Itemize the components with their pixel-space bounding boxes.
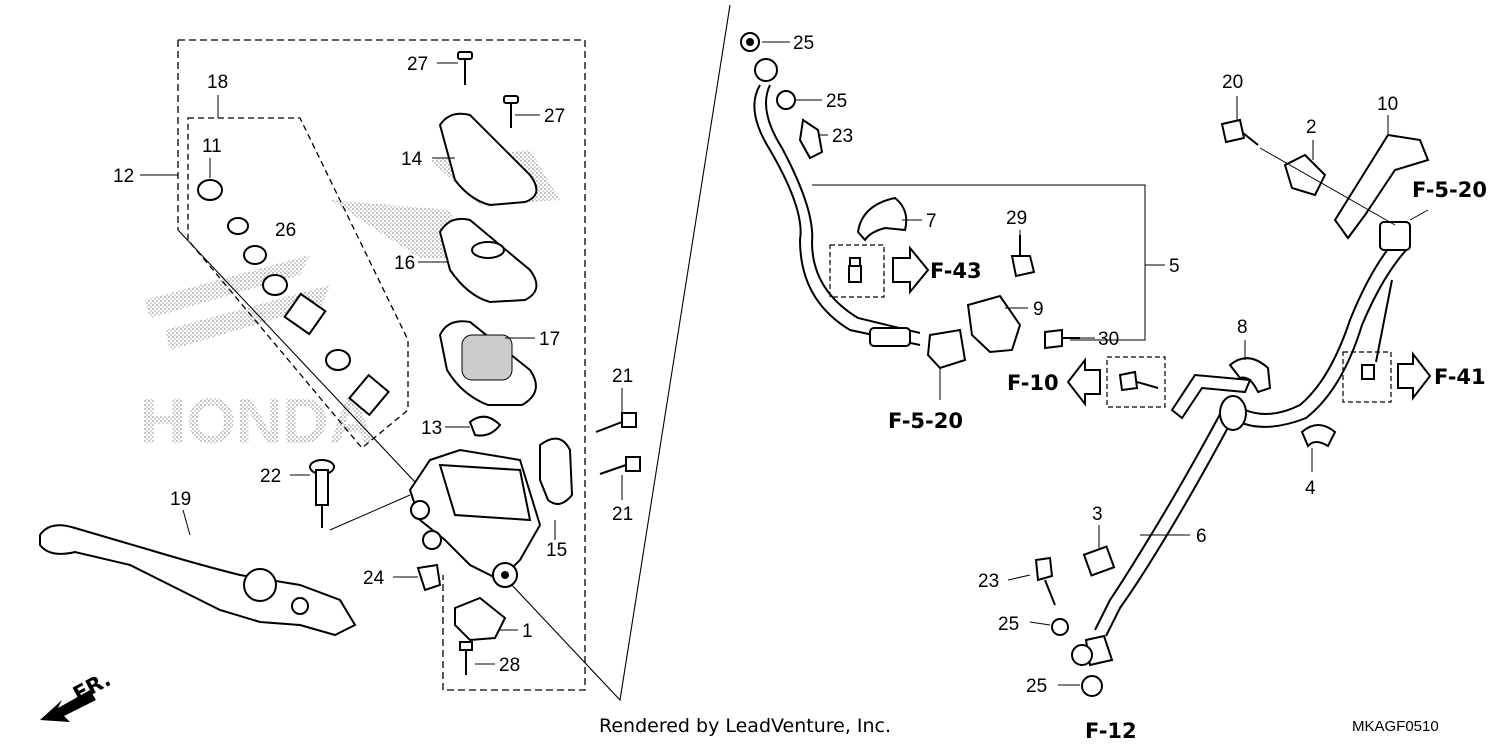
washer-25-d [1081,675,1103,697]
switch-1 [454,596,507,642]
bolt-29 [1010,235,1036,278]
grommet-3 [1082,545,1116,577]
callout-13: 13 [421,418,442,439]
callout-23-lower: 23 [978,571,999,592]
pivot-bolt-22 [309,459,335,528]
guide-2 [1283,153,1327,197]
f10-arrow-icon [1066,357,1101,407]
bracket-9 [966,294,1022,354]
ref-f5-20-right[interactable]: F-5-20 [1412,178,1487,202]
callout-27-top: 27 [407,54,428,75]
callout-11: 11 [202,136,222,157]
f41-ref-box [1342,351,1392,403]
callout-23-upper: 23 [832,126,853,147]
ref-f10[interactable]: F-10 [1007,371,1059,395]
callout-25-c: 25 [998,614,1019,635]
reservoir-cover-14 [438,112,538,207]
bolt-20 [1220,118,1259,146]
clip-4 [1300,424,1337,448]
front-direction-arrow-icon [40,690,96,722]
f43-arrow-icon [892,245,930,295]
callout-25-a: 25 [793,33,814,54]
clamp-7 [856,196,908,242]
credit-text: Rendered by LeadVenture, Inc. [599,715,891,737]
part-24 [416,563,442,592]
plate-16 [438,217,538,304]
callout-27-side: 27 [544,106,565,127]
callout-22: 22 [260,466,281,487]
bolt-30 [1044,328,1080,350]
callout-14: 14 [401,149,423,170]
piston-kit-box [187,117,409,449]
f10-ref-box [1106,356,1166,408]
bolt-21-lower [599,456,641,475]
pivot-bolt-leader [329,494,411,531]
lower-hose-6 [1071,221,1411,667]
callout-19: 19 [170,489,191,510]
callout-24: 24 [363,568,385,589]
hose-bracket [1170,373,1252,420]
ref-f41[interactable]: F-41 [1434,365,1486,389]
f41-arrow-icon [1397,351,1432,401]
ref-f43[interactable]: F-43 [930,259,982,283]
callout-26: 26 [275,220,296,241]
piston-kit-parts [197,179,391,417]
leader-lines [140,41,1389,686]
diagram-code: MKAGF0510 [1352,718,1439,735]
callout-25-d: 25 [1026,676,1047,697]
callout-numbers: 27 27 18 11 12 14 26 16 17 13 21 22 19 2… [113,33,1398,697]
callout-16: 16 [394,253,415,274]
callout-7: 7 [926,211,937,232]
callout-30: 30 [1098,329,1119,350]
group-connector-line [177,4,731,702]
bolt-in-f41-box [1361,279,1393,380]
callout-21-lower: 21 [612,504,633,525]
master-cylinder-group-box [178,39,586,691]
f520b-leader [1409,209,1429,221]
brake-lever-19 [39,524,357,637]
upper-hose [740,32,967,370]
callout-8: 8 [1237,317,1248,338]
callout-5: 5 [1169,256,1180,277]
banjo-bolt-23-lower [1034,556,1056,606]
screw-27-top [457,51,473,85]
callout-25-b: 25 [826,91,847,112]
stay-10 [1333,133,1430,240]
callout-12: 12 [113,166,134,187]
figure-references: F-43 F-5-20 F-10 F-5-20 F-41 F-12 [888,178,1487,743]
screw-28 [459,641,473,675]
clamp-8 [1228,357,1272,394]
callout-20: 20 [1222,72,1243,93]
bolt-21-upper [595,412,637,433]
ref-f5-20-left[interactable]: F-5-20 [888,409,963,433]
callout-1: 1 [522,621,533,642]
callout-28: 28 [499,655,520,676]
screw-in-f43-box [848,257,862,283]
callout-10: 10 [1377,94,1398,115]
bolt-in-f10-box [1118,370,1159,392]
callout-3: 3 [1092,504,1103,525]
f43-ref-box [829,244,885,298]
callout-4: 4 [1305,478,1316,499]
bracket-5-bracket-line [812,184,1146,341]
master-cylinder-body [408,448,542,588]
clip-13 [468,415,502,437]
callout-9: 9 [1033,299,1044,320]
ref-f12[interactable]: F-12 [1085,719,1137,743]
callout-6: 6 [1196,526,1207,547]
callout-2: 2 [1306,117,1317,138]
guide-line-2 [1259,147,1396,226]
callout-29: 29 [1006,208,1027,229]
holder-15 [539,437,574,505]
callout-18: 18 [207,72,228,93]
washer-25-c [1051,618,1069,636]
screw-27-side [503,95,519,128]
callout-15: 15 [546,540,567,561]
callout-21-upper: 21 [612,366,633,387]
callout-17: 17 [539,329,560,350]
